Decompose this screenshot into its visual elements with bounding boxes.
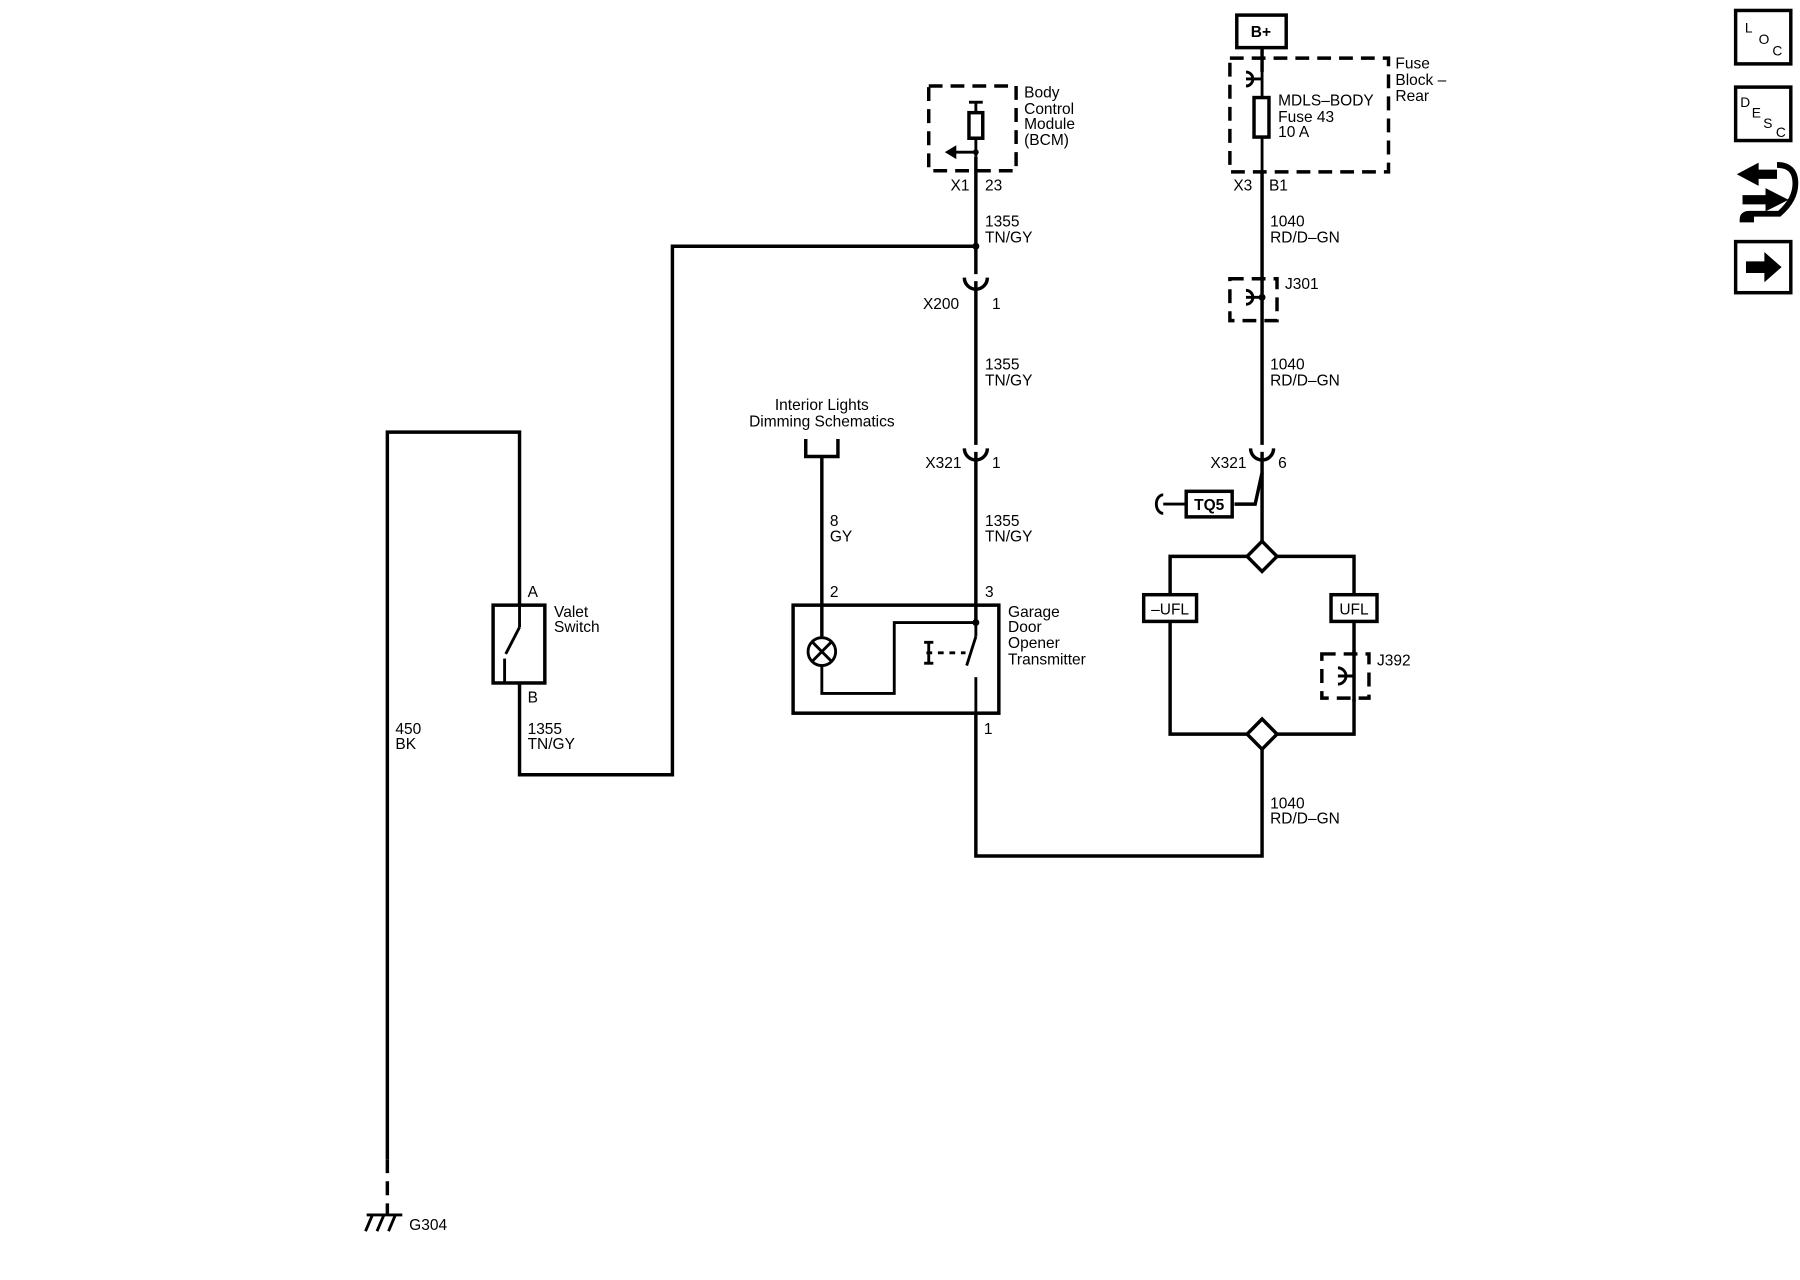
x200-name: X200 [923, 296, 960, 313]
desc-letter-s: S [1763, 115, 1772, 131]
gdo-label-4: Transmitter [1008, 651, 1086, 668]
wire-1355-bcm-num: 1355 [985, 213, 1020, 230]
valet-label-2: Switch [554, 619, 600, 636]
gdo-pin-2: 2 [830, 584, 839, 601]
splice-diamond-top [1244, 538, 1280, 574]
wire-450-color: BK [395, 736, 416, 753]
x200-pin: 1 [992, 296, 1001, 313]
tq5-label: TQ5 [1194, 497, 1224, 514]
wire-ufl-left[interactable] [1168, 554, 1248, 736]
gdo-label-1: Garage [1008, 604, 1060, 621]
wire-1355-mid-color: TN/GY [985, 373, 1033, 390]
x321b-name: X321 [1210, 455, 1246, 472]
splice-j301[interactable]: J301 [1228, 276, 1319, 323]
ufl-left-option[interactable]: –UFL [1141, 592, 1199, 624]
fuse-block-label-1: Fuse [1395, 55, 1429, 72]
wire-1040-bot-num: 1040 [1270, 795, 1305, 812]
ground-icon [364, 1213, 403, 1232]
wire-ufl-right[interactable] [1277, 554, 1356, 736]
valet-label-1: Valet [554, 604, 589, 621]
x321a-pin: 1 [992, 455, 1001, 472]
arrow-right-icon [1745, 252, 1782, 283]
interior-lights-label-1: Interior Lights [775, 397, 869, 414]
ufl-right-option[interactable]: UFL [1329, 592, 1379, 624]
fuse-label-3: 10 A [1278, 124, 1310, 141]
interior-lights-reference[interactable]: Interior Lights Dimming Schematics [749, 397, 895, 459]
desc-button[interactable]: D E S C [1733, 85, 1793, 143]
wire-1355-bcm-color: TN/GY [985, 230, 1033, 247]
wire-1040-top-color: RD/D–GN [1270, 230, 1340, 247]
loc-letter-o: O [1759, 31, 1770, 47]
wire-8-color: GY [830, 528, 853, 545]
ground-label: G304 [409, 1217, 447, 1234]
desc-letter-d: D [1740, 94, 1750, 110]
bcm-connector: X1 [951, 177, 970, 194]
gdo-label-3: Opener [1008, 635, 1060, 652]
bcm-pin: 23 [985, 177, 1002, 194]
wire-1040-mid-color: RD/D–GN [1270, 373, 1340, 390]
wire-1355-valet-num: 1355 [528, 721, 563, 738]
loc-letter-l: L [1745, 19, 1753, 35]
ufl-left-label: –UFL [1151, 601, 1189, 618]
fuse-block-pin: B1 [1269, 177, 1288, 194]
bcm-label-1: Body [1024, 85, 1060, 102]
fuse-block-label-3: Rear [1395, 88, 1429, 105]
valet-pin-a: A [528, 584, 539, 601]
ufl-right-label: UFL [1339, 601, 1369, 618]
battery-source[interactable]: B+ [1235, 13, 1288, 50]
valet-pin-b: B [528, 690, 538, 707]
wire-1040-bot-color: RD/D–GN [1270, 810, 1340, 827]
fuse-block-label-2: Block – [1395, 72, 1446, 89]
loc-button[interactable]: L O C [1733, 8, 1793, 66]
tq5-reference[interactable]: TQ5 [1154, 489, 1234, 519]
splice-diamond-bottom [1244, 716, 1280, 752]
wire-8-num: 8 [830, 513, 839, 530]
wire-1040-mid-num: 1040 [1270, 356, 1305, 373]
lamp-icon [806, 636, 838, 668]
gdo-label-2: Door [1008, 619, 1042, 636]
wire-450-bk[interactable] [385, 430, 522, 1160]
fuse-block-connector: X3 [1233, 177, 1252, 194]
wire-1040-top-num: 1040 [1270, 213, 1305, 230]
battery-label: B+ [1251, 24, 1271, 41]
valet-switch[interactable]: A B Valet Switch [491, 584, 600, 707]
bcm-label-2: Control [1024, 101, 1074, 118]
bcm-label-3: Module [1024, 116, 1075, 133]
x321b-pin: 6 [1278, 455, 1287, 472]
connector-x200[interactable]: X200 1 [923, 277, 1001, 313]
x321a-name: X321 [925, 455, 961, 472]
bcm-label-4: (BCM) [1024, 132, 1069, 149]
wire-1355-valet-color: TN/GY [528, 736, 576, 753]
wire-gdo-return[interactable] [974, 713, 1264, 858]
j301-label: J301 [1285, 276, 1319, 293]
wire-1355-gdo-num: 1355 [985, 513, 1020, 530]
desc-letter-c: C [1776, 124, 1786, 140]
desc-letter-e: E [1752, 104, 1761, 120]
connector-x321-pin1[interactable]: X321 1 [925, 448, 1001, 472]
fuse-block-rear[interactable]: MDLS–BODY Fuse 43 10 A Fuse Block – Rear… [1228, 55, 1447, 195]
j392-label: J392 [1377, 652, 1411, 669]
next-button[interactable] [1733, 239, 1793, 295]
garage-door-opener-transmitter[interactable]: 2 3 1 Garage Door Opener Transmitter [791, 584, 1086, 738]
interior-lights-label-2: Dimming Schematics [749, 413, 895, 430]
wire-1355-gdo-color: TN/GY [985, 528, 1033, 545]
fuse-label-1: MDLS–BODY [1278, 93, 1374, 110]
splice-j392[interactable]: J392 [1320, 650, 1411, 702]
gdo-pin-3: 3 [985, 584, 994, 601]
fuse-43 [1252, 95, 1271, 139]
wire-450-num: 450 [395, 721, 421, 738]
wrench-arrows-icon[interactable] [1736, 162, 1799, 223]
connector-x321-pin6[interactable]: X321 6 [1210, 448, 1287, 472]
wire-1355-valet-branch[interactable] [517, 244, 976, 777]
wire-1355-mid-num: 1355 [985, 356, 1020, 373]
fuse-label-2: Fuse 43 [1278, 109, 1334, 126]
gdo-pin-1: 1 [984, 721, 993, 738]
body-control-module[interactable]: Body Control Module (BCM) X1 23 [927, 84, 1075, 195]
loc-letter-c: C [1772, 43, 1782, 59]
